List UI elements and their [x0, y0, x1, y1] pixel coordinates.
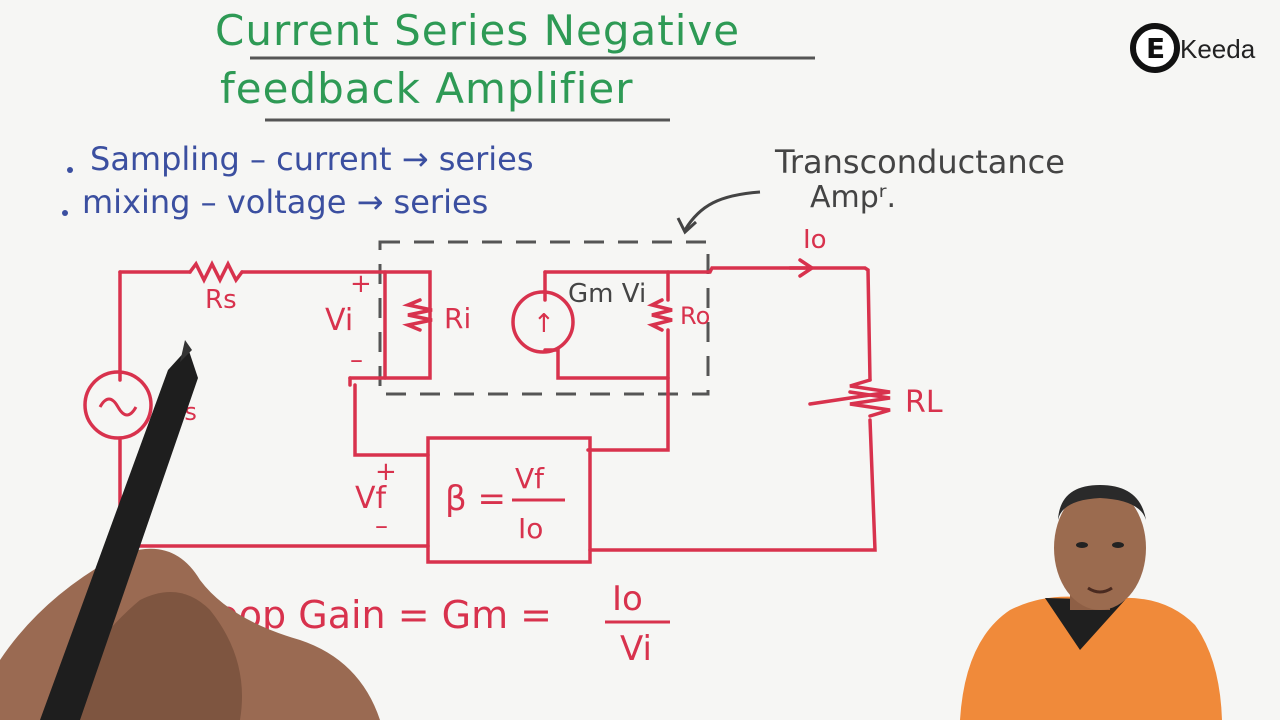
label-vf-minus: –	[375, 511, 388, 541]
annotation-line-1: Transconductance	[774, 143, 1065, 181]
label-gmvi: Gm Vi	[568, 279, 646, 309]
beta-block	[426, 436, 592, 564]
label-io: Io	[803, 225, 827, 255]
resistor-rs	[188, 260, 244, 284]
beta-label: β =	[445, 479, 506, 519]
label-rs: Rs	[205, 285, 237, 315]
pen-icon	[40, 340, 198, 720]
label-vi: Vi	[325, 303, 353, 338]
logo-badge: E	[1146, 32, 1165, 65]
resistor-rl	[808, 378, 891, 406]
label-ri: Ri	[444, 302, 471, 335]
ekeeda-logo-icon: E Keeda	[1130, 23, 1256, 73]
bullet-mixing: mixing – voltage → series	[82, 183, 488, 221]
loop-gain-denominator: Vi	[620, 629, 652, 669]
label-vi-minus: –	[350, 345, 363, 375]
resistor-ro	[646, 298, 673, 332]
ac-source-icon	[83, 370, 153, 440]
label-rl: RL	[905, 385, 943, 420]
current-source-icon: ↑	[511, 290, 575, 354]
resistor-ri	[402, 298, 433, 332]
amplifier-box	[378, 240, 710, 396]
current-source-arrow: ↑	[533, 309, 555, 339]
annotation-arrow	[683, 190, 761, 231]
label-vf: Vf	[355, 481, 388, 516]
title-line-2: feedback Amplifier	[220, 64, 634, 113]
bullet-sampling: Sampling – current → series	[90, 140, 533, 178]
presenter-icon	[960, 485, 1222, 720]
label-ro: Ro	[680, 302, 710, 330]
loop-gain-numerator: Io	[612, 579, 643, 619]
logo-text: Keeda	[1180, 34, 1256, 64]
title-line-1: Current Series Negative	[215, 6, 740, 55]
label-vf-plus: +	[375, 457, 397, 487]
annotation-line-2: Ampʳ.	[810, 180, 896, 215]
label-vi-plus: +	[350, 269, 372, 299]
beta-denominator: Io	[518, 512, 543, 545]
beta-numerator: Vf	[515, 462, 545, 495]
